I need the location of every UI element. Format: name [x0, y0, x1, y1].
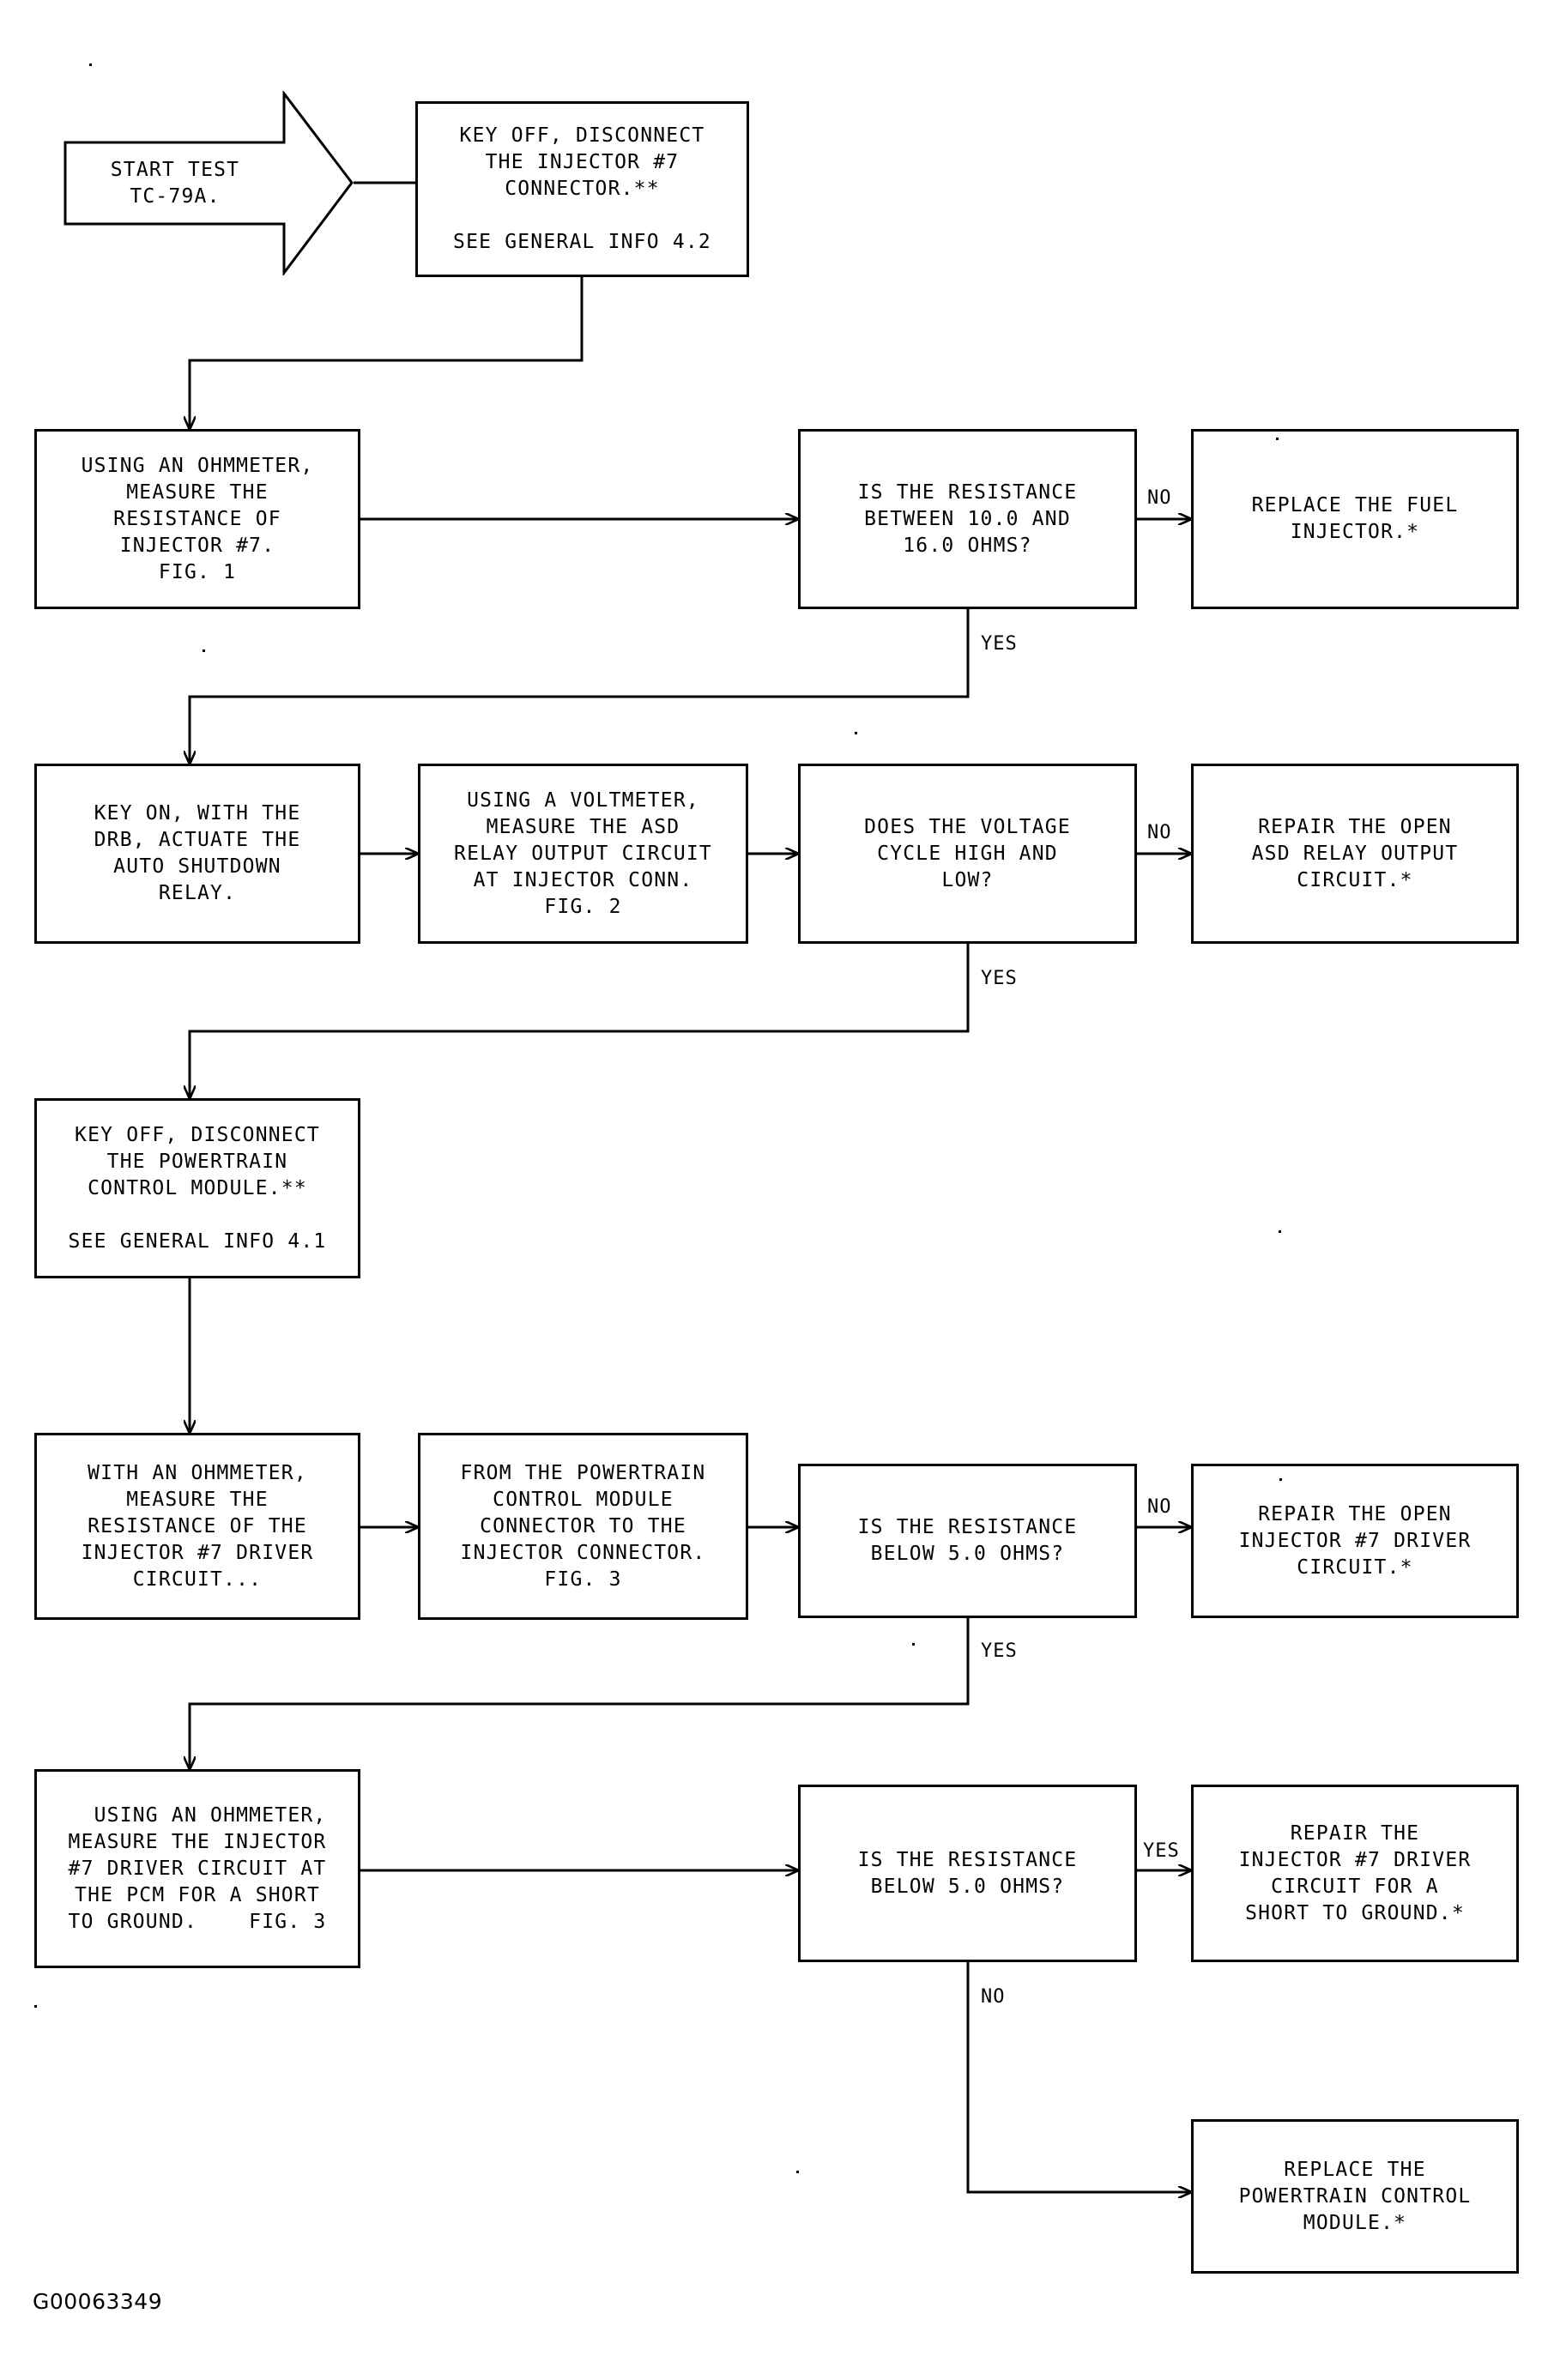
node-measure-short-to-ground: USING AN OHMMETER, MEASURE THE INJECTOR … [34, 1769, 360, 1968]
scan-speck [89, 63, 92, 66]
node-replace-fuel-injector-label: REPLACE THE FUEL INJECTOR.* [1251, 494, 1459, 543]
node-measure-asd-voltage-label: USING A VOLTMETER, MEASURE THE ASD RELAY… [454, 788, 712, 918]
document-id-code: G00063349 [33, 2289, 163, 2314]
scan-speck [796, 2171, 799, 2173]
edge-label-yes-1: YES [981, 633, 1018, 655]
edge-label-no-1: NO [1147, 487, 1172, 509]
node-question-resistance-10-16-label: IS THE RESISTANCE BETWEEN 10.0 AND 16.0 … [857, 480, 1078, 557]
scan-speck [1279, 1230, 1281, 1233]
edge-label-yes-3: YES [981, 1640, 1018, 1662]
node-replace-pcm-label: REPLACE THE POWERTRAIN CONTROL MODULE.* [1238, 2158, 1472, 2234]
node-disconnect-injector-label: KEY OFF, DISCONNECT THE INJECTOR #7 CONN… [453, 124, 711, 253]
node-question-voltage-cycle: DOES THE VOLTAGE CYCLE HIGH AND LOW? [798, 764, 1137, 944]
node-measure-injector-resistance-label: USING AN OHMMETER, MEASURE THE RESISTANC… [81, 454, 314, 583]
node-repair-open-driver-label: REPAIR THE OPEN INJECTOR #7 DRIVER CIRCU… [1238, 1502, 1472, 1579]
node-question-below-5-ohms-b: IS THE RESISTANCE BELOW 5.0 OHMS? [798, 1785, 1137, 1962]
scan-speck [855, 732, 857, 734]
node-from-pcm-to-injector: FROM THE POWERTRAIN CONTROL MODULE CONNE… [418, 1433, 748, 1620]
node-start-test-label: START TEST TC-79A. [110, 158, 240, 208]
edge-label-no-3: NO [1147, 1496, 1172, 1518]
scan-speck [1279, 1478, 1282, 1481]
edge-label-yes-4: YES [1143, 1840, 1180, 1862]
node-repair-asd-circuit-label: REPAIR THE OPEN ASD RELAY OUTPUT CIRCUIT… [1251, 815, 1459, 891]
edge-question3-yes-to-measure-short [190, 1618, 970, 1769]
edge-question1-yes-to-actuate-relay [190, 609, 970, 764]
scan-speck [912, 1643, 915, 1646]
node-question-resistance-10-16: IS THE RESISTANCE BETWEEN 10.0 AND 16.0 … [798, 429, 1137, 609]
node-actuate-asd-relay: KEY ON, WITH THE DRB, ACTUATE THE AUTO S… [34, 764, 360, 944]
node-measure-driver-circuit-label: WITH AN OHMMETER, MEASURE THE RESISTANCE… [81, 1461, 314, 1591]
node-question-below-5-ohms-a-label: IS THE RESISTANCE BELOW 5.0 OHMS? [857, 1516, 1078, 1565]
node-repair-asd-circuit: REPAIR THE OPEN ASD RELAY OUTPUT CIRCUIT… [1191, 764, 1519, 944]
node-replace-pcm: REPLACE THE POWERTRAIN CONTROL MODULE.* [1191, 2119, 1519, 2274]
node-question-below-5-ohms-b-label: IS THE RESISTANCE BELOW 5.0 OHMS? [857, 1848, 1078, 1898]
node-measure-injector-resistance: USING AN OHMMETER, MEASURE THE RESISTANC… [34, 429, 360, 609]
node-measure-short-to-ground-label: USING AN OHMMETER, MEASURE THE INJECTOR … [68, 1803, 327, 1933]
edge-disconnect-to-measure-resistance [190, 276, 584, 429]
node-question-below-5-ohms-a: IS THE RESISTANCE BELOW 5.0 OHMS? [798, 1464, 1137, 1618]
node-disconnect-pcm: KEY OFF, DISCONNECT THE POWERTRAIN CONTR… [34, 1098, 360, 1278]
node-from-pcm-to-injector-label: FROM THE POWERTRAIN CONTROL MODULE CONNE… [460, 1461, 706, 1591]
scan-speck [1276, 438, 1279, 440]
node-repair-open-driver: REPAIR THE OPEN INJECTOR #7 DRIVER CIRCU… [1191, 1464, 1519, 1618]
node-measure-driver-circuit: WITH AN OHMMETER, MEASURE THE RESISTANCE… [34, 1433, 360, 1620]
edge-label-no-4: NO [981, 1986, 1006, 2008]
edge-question4-no-to-replace-pcm [966, 1962, 1191, 2192]
scan-speck [34, 2005, 37, 2008]
scan-speck [203, 649, 205, 652]
node-disconnect-injector: KEY OFF, DISCONNECT THE INJECTOR #7 CONN… [415, 101, 749, 277]
node-measure-asd-voltage: USING A VOLTMETER, MEASURE THE ASD RELAY… [418, 764, 748, 944]
node-question-voltage-cycle-label: DOES THE VOLTAGE CYCLE HIGH AND LOW? [864, 815, 1071, 891]
edge-label-yes-2: YES [981, 968, 1018, 989]
node-repair-short-to-ground: REPAIR THE INJECTOR #7 DRIVER CIRCUIT FO… [1191, 1785, 1519, 1962]
node-start-test: START TEST TC-79A. [63, 89, 354, 277]
edge-question2-yes-to-disconnect-pcm [190, 944, 970, 1098]
node-repair-short-to-ground-label: REPAIR THE INJECTOR #7 DRIVER CIRCUIT FO… [1238, 1821, 1472, 1924]
node-disconnect-pcm-label: KEY OFF, DISCONNECT THE POWERTRAIN CONTR… [68, 1123, 327, 1253]
edge-label-no-2: NO [1147, 822, 1172, 843]
start-shape-outline [63, 89, 354, 277]
node-actuate-asd-relay-label: KEY ON, WITH THE DRB, ACTUATE THE AUTO S… [94, 802, 301, 904]
node-replace-fuel-injector: REPLACE THE FUEL INJECTOR.* [1191, 429, 1519, 609]
